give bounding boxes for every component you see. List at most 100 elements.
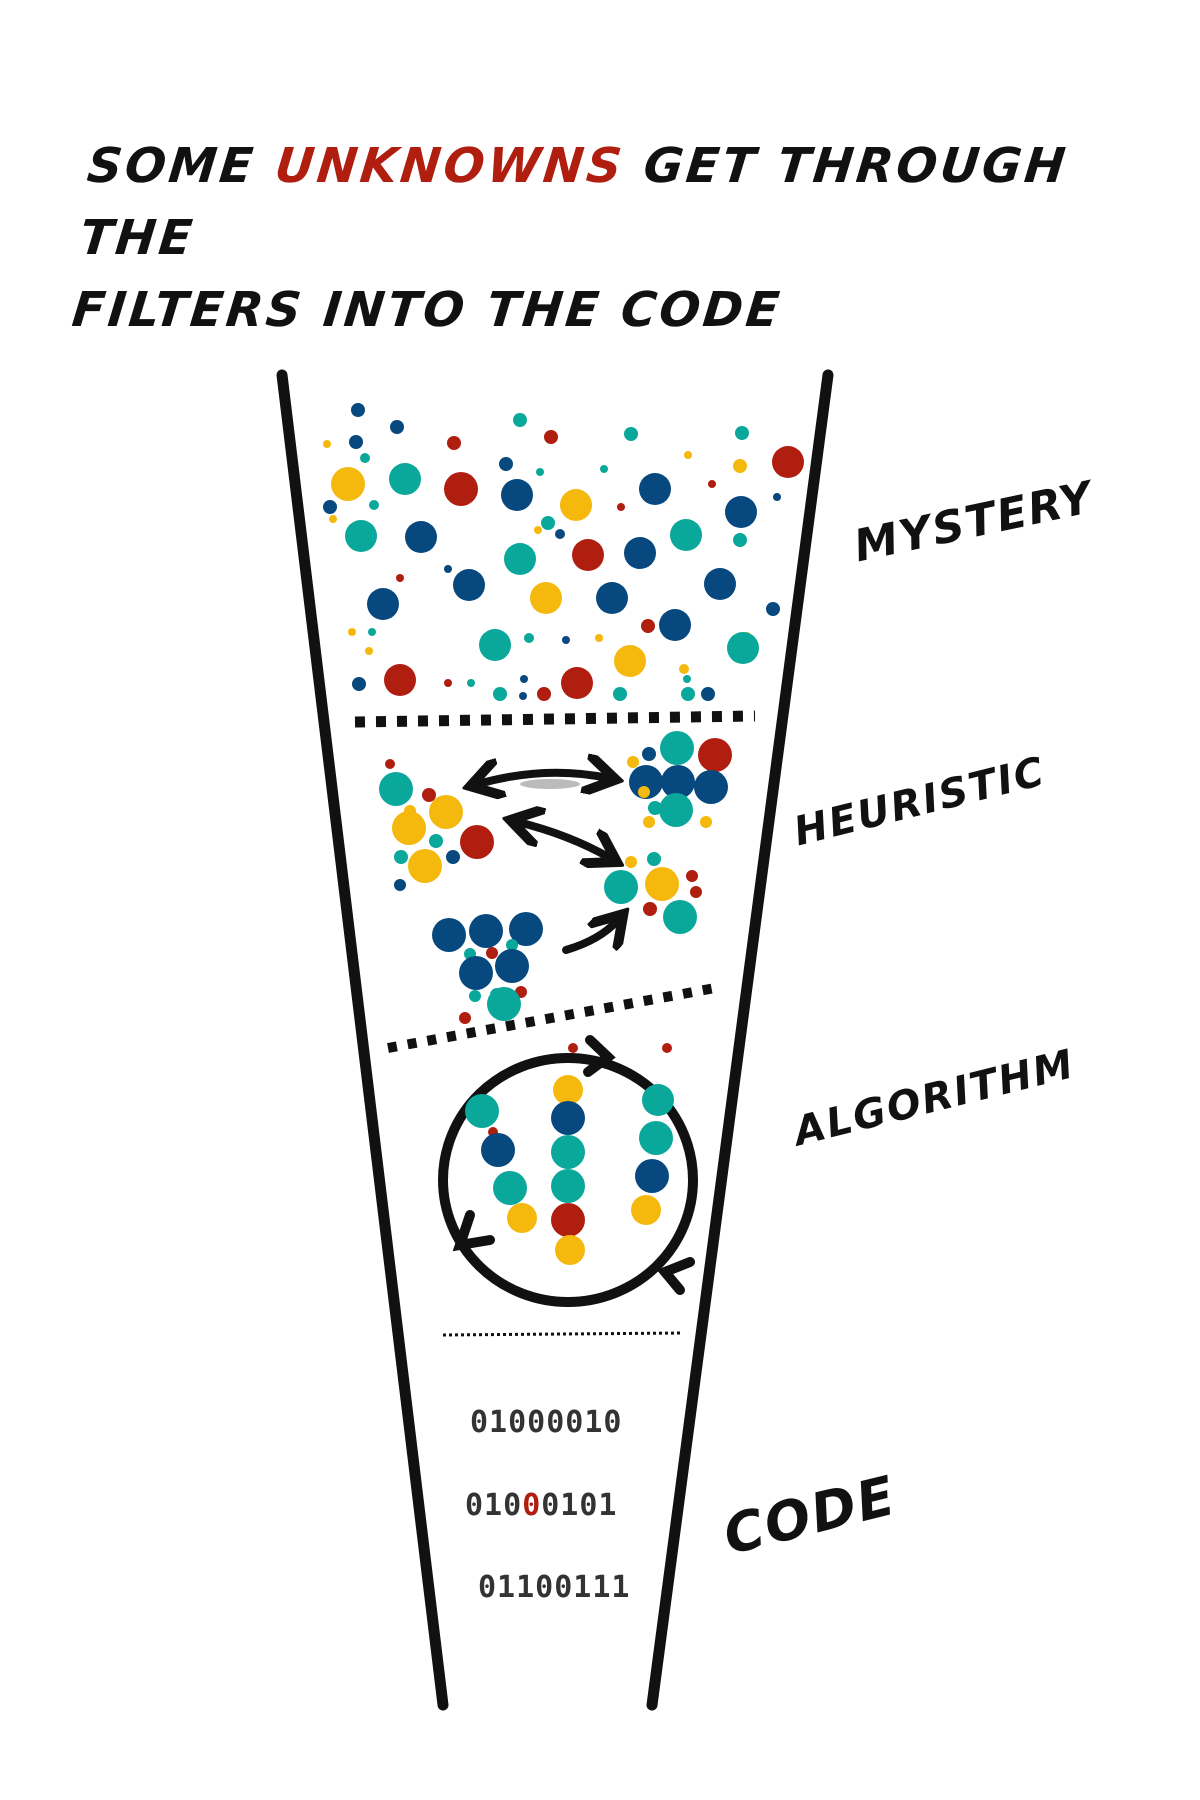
- particle-dot: [544, 430, 558, 444]
- particle-dot: [551, 1203, 585, 1237]
- particle-dot: [405, 521, 437, 553]
- algorithm-particles: [465, 1043, 674, 1265]
- particle-dot: [639, 473, 671, 505]
- particle-dot: [519, 692, 527, 700]
- particle-dot: [459, 1012, 471, 1024]
- particle-dot: [648, 801, 662, 815]
- particle-dot: [643, 902, 657, 916]
- particle-dot: [624, 427, 638, 441]
- particle-dot: [331, 467, 365, 501]
- particle-dot: [659, 609, 691, 641]
- particle-dot: [624, 537, 656, 569]
- particle-dot: [368, 628, 376, 636]
- funnel-left-wall: [276, 369, 449, 1711]
- particle-dot: [663, 900, 697, 934]
- particle-dot: [506, 939, 518, 951]
- particle-dot: [509, 912, 543, 946]
- particle-dot: [698, 738, 732, 772]
- particle-dot: [479, 629, 511, 661]
- particle-dot: [394, 850, 408, 864]
- particle-dot: [349, 435, 363, 449]
- particle-dot: [727, 632, 759, 664]
- particle-dot: [530, 582, 562, 614]
- particle-dot: [351, 403, 365, 417]
- particle-dot: [444, 565, 452, 573]
- particle-dot: [444, 679, 452, 687]
- particle-dot: [323, 500, 337, 514]
- particle-dot: [513, 413, 527, 427]
- particle-dot: [541, 516, 555, 530]
- particle-dot: [551, 1169, 585, 1203]
- particle-dot: [700, 816, 712, 828]
- particle-dot: [639, 1121, 673, 1155]
- particle-dot: [459, 956, 493, 990]
- particle-dot: [507, 1203, 537, 1233]
- particle-dot: [481, 1133, 515, 1167]
- particle-dot: [465, 1094, 499, 1128]
- particle-dot: [504, 543, 536, 575]
- particle-dot: [487, 987, 521, 1021]
- particle-dot: [429, 834, 443, 848]
- particle-dot: [524, 633, 534, 643]
- particle-dot: [659, 793, 693, 827]
- particle-dot: [469, 990, 481, 1002]
- particle-dot: [348, 628, 356, 636]
- particle-dot: [396, 574, 404, 582]
- particle-dot: [499, 457, 513, 471]
- particle-dot: [323, 440, 331, 448]
- particle-dot: [493, 687, 507, 701]
- particle-dot: [493, 1171, 527, 1205]
- particle-dot: [694, 770, 728, 804]
- particle-dot: [562, 636, 570, 644]
- particle-dot: [600, 465, 608, 473]
- heuristic-filter-line: [387, 983, 716, 1053]
- particle-dot: [447, 436, 461, 450]
- particle-dot: [679, 664, 689, 674]
- particle-dot: [661, 765, 695, 799]
- particle-dot: [572, 539, 604, 571]
- code-line-3: 01100111: [478, 1570, 631, 1605]
- code-line-2-unknown-bit: 0: [522, 1488, 542, 1523]
- particle-dot: [389, 463, 421, 495]
- code-line-2-start: 010: [465, 1488, 523, 1523]
- particle-dot: [429, 795, 463, 829]
- particle-dot: [537, 687, 551, 701]
- particle-dot: [486, 947, 498, 959]
- particle-dot: [725, 496, 757, 528]
- mystery-filter-line: [354, 710, 756, 728]
- particle-dot: [379, 772, 413, 806]
- particle-dot: [645, 867, 679, 901]
- particle-dot: [595, 634, 603, 642]
- funnel-right-wall: [646, 369, 834, 1711]
- particle-dot: [773, 493, 781, 501]
- particle-dot: [467, 679, 475, 687]
- particle-dot: [460, 825, 494, 859]
- particle-dot: [733, 459, 747, 473]
- particle-dot: [617, 503, 625, 511]
- particle-dot: [385, 759, 395, 769]
- mystery-particles: [323, 403, 804, 701]
- particle-dot: [555, 1235, 585, 1265]
- particle-dot: [684, 451, 692, 459]
- heuristic-particles: [379, 731, 732, 1024]
- particle-dot: [367, 588, 399, 620]
- particle-dot: [627, 756, 639, 768]
- particle-dot: [638, 786, 650, 798]
- particle-dot: [662, 1043, 672, 1053]
- particle-dot: [690, 886, 702, 898]
- particle-dot: [469, 914, 503, 948]
- algorithm-filter-line: [442, 1331, 684, 1337]
- particle-dot: [534, 526, 542, 534]
- particle-dot: [551, 1135, 585, 1169]
- particle-dot: [384, 664, 416, 696]
- particle-dot: [360, 453, 370, 463]
- particle-dot: [681, 687, 695, 701]
- particle-dot: [453, 569, 485, 601]
- particle-dot: [686, 870, 698, 882]
- particle-dot: [613, 687, 627, 701]
- particle-dot: [625, 856, 637, 868]
- particle-dot: [369, 500, 379, 510]
- particle-dot: [392, 811, 426, 845]
- particle-dot: [642, 1084, 674, 1116]
- particle-dot: [446, 850, 460, 864]
